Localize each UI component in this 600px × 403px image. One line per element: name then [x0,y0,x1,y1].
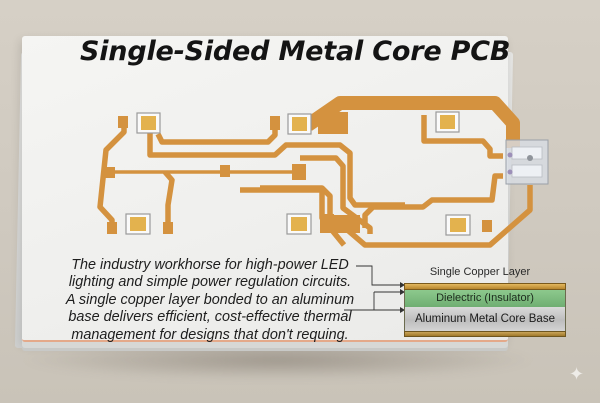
description-line-5: management for designs that don't requin… [71,326,349,343]
description-line-2: lighting and simple power regulation cir… [68,274,352,291]
led-2 [287,113,312,135]
led-4 [125,213,151,235]
aluminum-base-layer: Aluminum Metal Core Base [404,307,566,331]
description-line-1: The industry workhorse for high-power LE… [71,257,349,273]
led-3 [435,111,460,133]
copper-pads [104,112,492,234]
layer-stack-diagram: Dielectric (Insulator) Aluminum Metal Co… [404,283,566,337]
description-line-3: A single copper layer bonded to an alumi… [65,291,355,308]
page-title: Single-Sided Metal Core PCB [80,36,511,67]
led-1 [136,112,161,134]
copper-layer [404,283,566,290]
led-5 [286,213,312,235]
copper-layer-label: Single Copper Layer [429,266,531,278]
dielectric-layer: Dielectric (Insulator) [404,290,566,307]
callout-lines [344,265,400,311]
terminal-connector-icon [505,139,549,185]
callout-arrowheads [400,282,405,313]
description-line-4: base delivers efficient, cost-effective … [68,309,352,326]
led-6 [445,214,471,236]
led-components [125,111,471,236]
description-text: The industry workhorse for high-power LE… [40,257,380,344]
sparkle-icon: ✦ [569,364,585,385]
bottom-layer [404,331,566,337]
